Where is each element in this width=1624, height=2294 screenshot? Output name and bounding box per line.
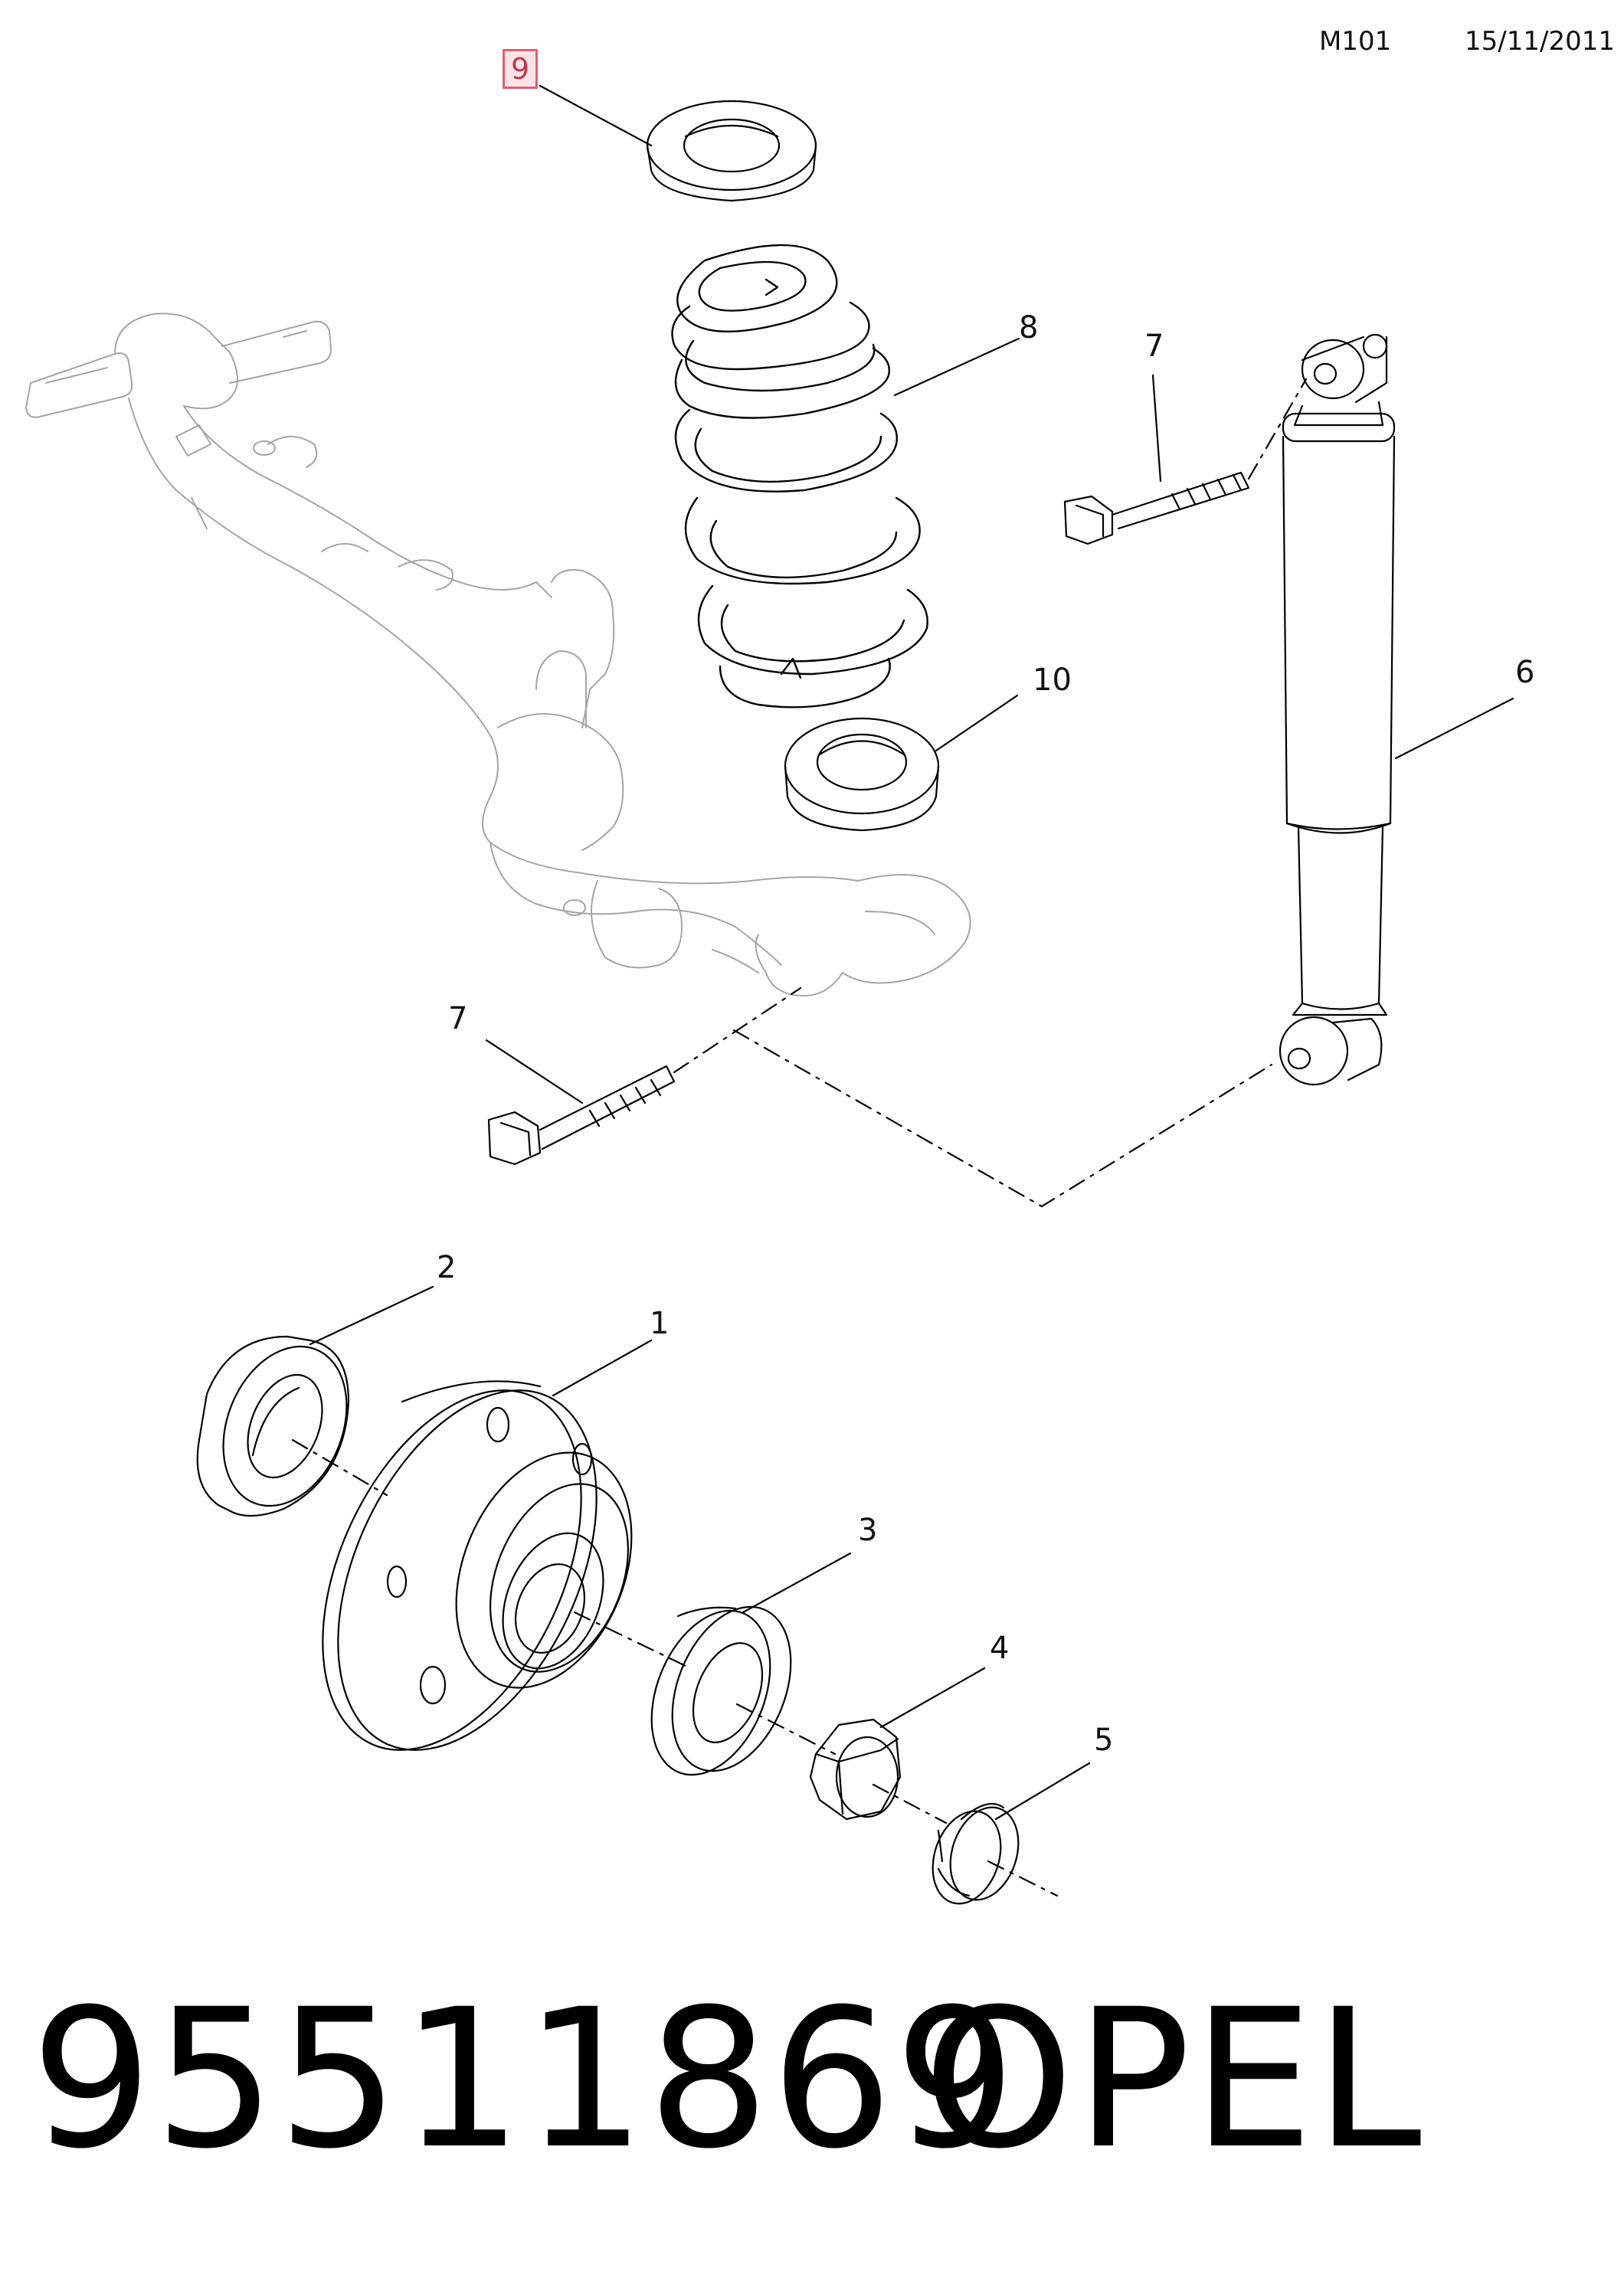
callout-8-coil-spring[interactable]: 8	[1019, 310, 1039, 345]
diagram-code: M101	[1319, 26, 1392, 57]
callout-6-shock-absorber[interactable]: 6	[1515, 655, 1535, 690]
callout-3-bearing-ring[interactable]: 3	[858, 1513, 878, 1548]
callout-10-lower-seat[interactable]: 10	[1033, 663, 1072, 698]
callout-1-wheel-hub[interactable]: 1	[650, 1306, 670, 1341]
lower-spring-seat	[785, 718, 938, 830]
callout-2-oil-seal[interactable]: 2	[437, 1250, 457, 1285]
dust-cap	[922, 1798, 1030, 1913]
callout-5-dust-cap[interactable]: 5	[1094, 1723, 1114, 1758]
shock-absorber	[1280, 335, 1394, 1085]
wheel-hub	[270, 1350, 664, 1791]
diagram-date: 15/11/2011	[1465, 26, 1615, 57]
callout-4-hub-nut[interactable]: 4	[990, 1631, 1010, 1666]
callout-7-upper-bolt[interactable]: 7	[1144, 329, 1164, 364]
lower-bolt	[489, 1066, 674, 1164]
coil-spring	[673, 245, 928, 707]
bearing-ring	[629, 1589, 814, 1792]
rear-axle-beam	[26, 313, 971, 996]
upper-spring-seat	[647, 101, 816, 201]
upper-bolt	[1065, 473, 1249, 544]
hub-nut	[810, 1720, 900, 1819]
oil-seal	[198, 1328, 369, 1524]
brand-name: OPEL	[923, 1968, 1423, 2191]
callout-9-spring-seat[interactable]: 9	[503, 49, 539, 89]
callout-7-lower-bolt[interactable]: 7	[448, 1001, 468, 1036]
part-number: 95511869	[31, 1968, 1018, 2191]
